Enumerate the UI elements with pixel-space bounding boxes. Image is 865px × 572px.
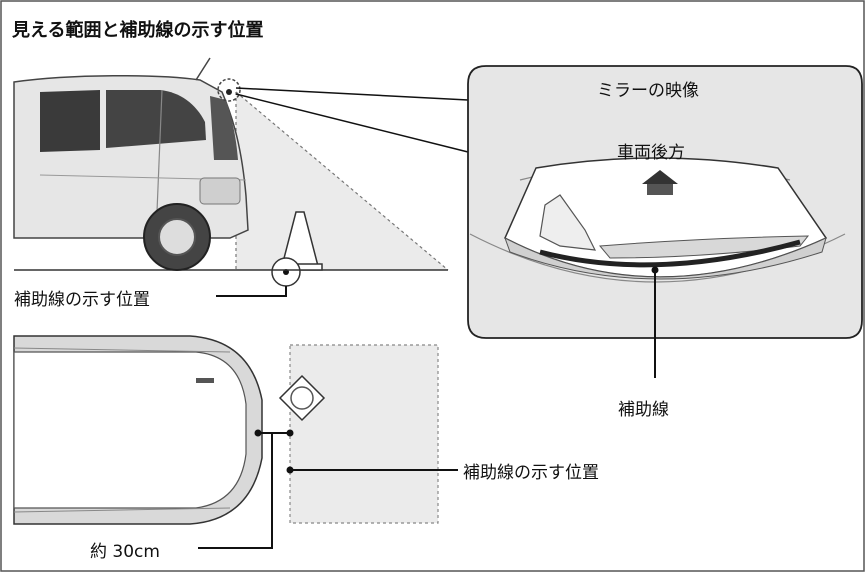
diagram-title: 見える範囲と補助線の示す位置 bbox=[12, 20, 264, 41]
top-view bbox=[13, 335, 458, 549]
mirror-callout bbox=[235, 65, 863, 378]
leader-line-side bbox=[216, 286, 287, 297]
mirror-view-title: ミラーの映像 bbox=[597, 81, 699, 101]
leader-line-distance bbox=[198, 433, 273, 549]
camera-marker bbox=[217, 78, 241, 102]
guide-position-label-top: 補助線の示す位置 bbox=[463, 463, 599, 483]
guide-line-label: 補助線 bbox=[618, 400, 669, 420]
guide-zone-top bbox=[289, 344, 439, 524]
mirror-image bbox=[469, 157, 846, 378]
rear-direction-arrow bbox=[642, 170, 678, 184]
rear-direction-label: 車両後方 bbox=[617, 143, 685, 163]
traffic-cone-top bbox=[278, 374, 326, 422]
car-top bbox=[13, 335, 263, 525]
car-side bbox=[13, 57, 249, 271]
mirror-guide-line bbox=[539, 239, 801, 268]
distance-label: 約 30cm bbox=[90, 542, 160, 562]
side-view bbox=[13, 57, 449, 297]
guide-position-label-side: 補助線の示す位置 bbox=[14, 290, 150, 310]
